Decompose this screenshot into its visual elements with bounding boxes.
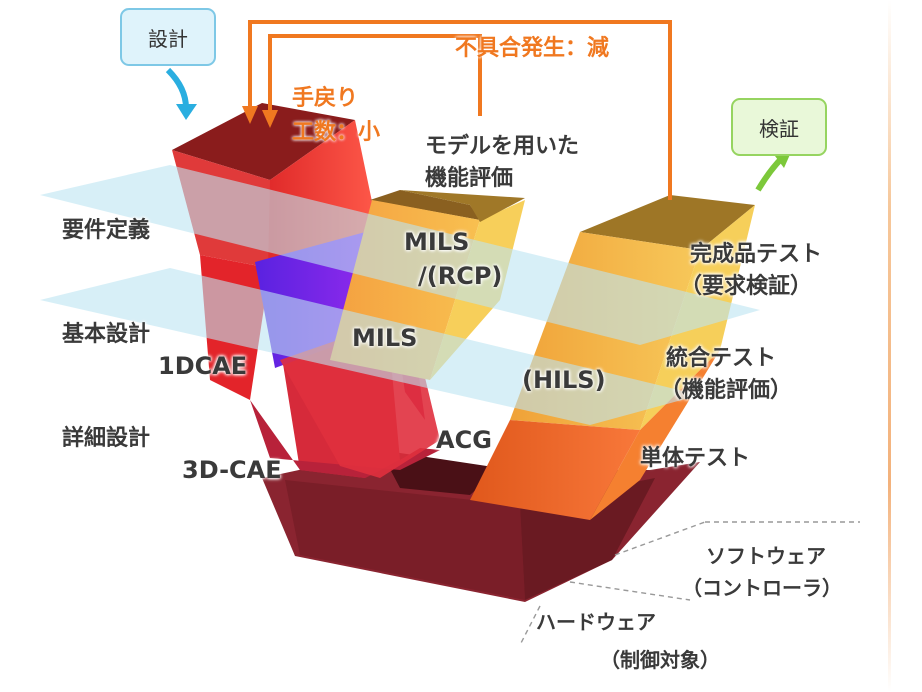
three-d-cae-label: 3D-CAE (182, 456, 282, 484)
hils-label: (HILS) (522, 366, 606, 394)
detailed-design-label: 詳細設計 (62, 426, 151, 451)
defects-reduced-label: 不具合発生：減 (455, 36, 610, 61)
verify-callout: 検証 (731, 98, 827, 156)
feedback-loops (248, 20, 672, 200)
model-eval-line2: 機能評価 (425, 166, 514, 191)
software-line2: （コントローラ） (682, 576, 842, 600)
acg-label: ACG (436, 426, 492, 454)
loop-arrowhead-inner (262, 110, 278, 128)
software-line1: ソフトウェア (706, 544, 826, 568)
mils-rcp-line1: MILS (404, 228, 470, 256)
verify-arrow (755, 150, 792, 192)
one-d-cae-label: 1DCAE (158, 352, 248, 380)
design-arrow (165, 67, 197, 120)
final-test-line2: （要求検証） (680, 274, 813, 299)
layer-planes (40, 165, 760, 425)
dashed-guides (519, 521, 860, 646)
rework-label-line2: 工数：小 (292, 120, 381, 145)
model-eval-line1: モデルを用いた (425, 134, 580, 159)
design-callout: 設計 (120, 8, 216, 66)
requirements-label: 要件定義 (62, 218, 151, 243)
design-callout-text: 設計 (148, 26, 188, 51)
verify-callout-text: 検証 (759, 116, 799, 141)
integration-test-line1: 統合テスト (666, 346, 777, 371)
mils-rcp-line2: /(RCP) (418, 262, 503, 290)
basic-design-label: 基本設計 (62, 322, 151, 347)
integration-test-line2: （機能評価） (660, 378, 793, 403)
loop-arrowhead-outer (242, 106, 258, 124)
final-test-line1: 完成品テスト (690, 242, 823, 267)
right-edge-line (888, 0, 891, 692)
hardware-line1: ハードウェア (536, 610, 656, 634)
rework-label-line1: 手戻り (292, 86, 359, 111)
mils-label: MILS (352, 324, 418, 352)
unit-test-label: 単体テスト (640, 446, 751, 471)
hardware-line2: （制御対象） (600, 648, 720, 672)
